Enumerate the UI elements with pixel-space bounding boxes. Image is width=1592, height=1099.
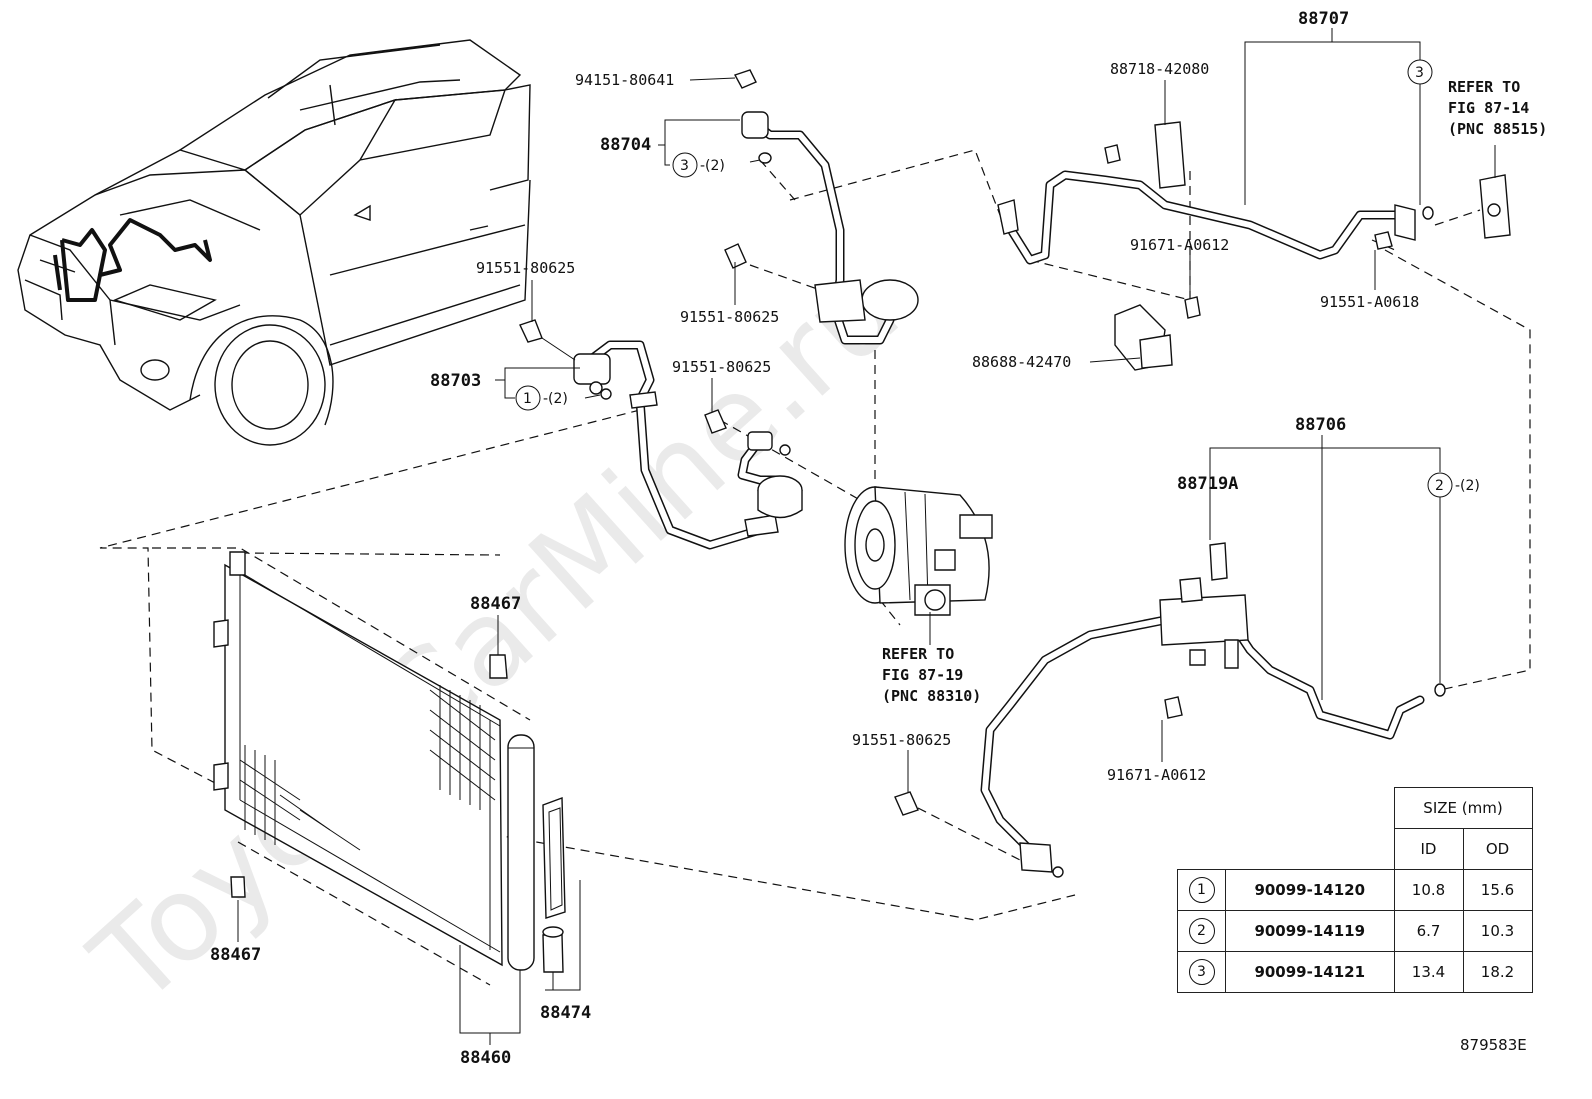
part-label-88706: 88706: [1295, 415, 1346, 435]
part-label-88704: 88704: [600, 135, 651, 155]
part-label-88460: 88460: [460, 1048, 511, 1068]
pipe-88707: [997, 121, 1511, 265]
refer-line-3: (PNC 88310): [882, 687, 981, 705]
part-label-91551-A0618: 91551-A0618: [1320, 293, 1419, 311]
ring-number: 2: [1188, 918, 1215, 944]
table-subheader-row: ID OD: [1178, 828, 1533, 870]
part-label-94151-80641: 94151-80641: [575, 71, 674, 89]
part-label-88719A: 88719A: [1177, 474, 1238, 494]
part-label-88707: 88707: [1298, 9, 1349, 29]
id-header: ID: [1393, 828, 1464, 870]
id-cell: 13.4: [1393, 951, 1464, 993]
figure-code: 879583E: [1460, 1036, 1527, 1054]
ring-callout-88707: 3: [1407, 59, 1433, 85]
part-label-88467-bottom: 88467: [210, 945, 261, 965]
ring-callout-88704: 3 -(2): [672, 152, 725, 178]
o-ring-size-table: SIZE (mm) ID OD 1 90099-14120 10.8 15.6 …: [1177, 787, 1533, 993]
muffler-hose: [704, 409, 803, 519]
clamp-88688: [1114, 296, 1201, 371]
ring-qty: -(2): [543, 391, 568, 407]
refer-line-2: FIG 87-14: [1448, 99, 1529, 117]
table-row: 2 90099-14119 6.7 10.3: [1177, 910, 1533, 952]
pipe-88706: [894, 542, 1446, 878]
compressor: [844, 486, 993, 616]
od-cell: 15.6: [1462, 869, 1533, 911]
part-label-91551-80625-hose: 91551-80625: [680, 308, 779, 326]
od-header: OD: [1462, 828, 1533, 870]
ring-number: 1: [1188, 877, 1215, 903]
part-label-91551-80625-left: 91551-80625: [476, 259, 575, 277]
part-labels: 94151-80641 88704 91551-80625 91551-8062…: [210, 9, 1419, 1068]
table-header-row: SIZE (mm): [1178, 787, 1533, 829]
suction-hose-88703: [519, 319, 779, 550]
size-header: SIZE (mm): [1393, 787, 1533, 829]
ring-number: 1: [523, 391, 532, 407]
ring-qty: -(2): [700, 158, 725, 174]
part-number-cell: 90099-14119: [1225, 910, 1395, 952]
id-cell: 6.7: [1393, 910, 1464, 952]
refer-line-3: (PNC 88515): [1448, 120, 1547, 138]
part-label-91671-A0612-bottom: 91671-A0612: [1107, 766, 1206, 784]
od-cell: 18.2: [1462, 951, 1533, 993]
discharge-hose-88704: [724, 69, 919, 345]
ring-number: 3: [1188, 959, 1215, 985]
part-number-cell: 90099-14121: [1225, 951, 1395, 993]
ring-callout-88706: 2 -(2): [1427, 472, 1480, 498]
part-label-91551-80625-bottom: 91551-80625: [852, 731, 951, 749]
callout-lines: [237, 28, 1496, 1045]
part-number-cell: 90099-14120: [1225, 869, 1395, 911]
ring-number: 3: [1415, 65, 1424, 81]
dashed-guides: [99, 149, 1531, 986]
part-label-88467-top: 88467: [470, 594, 521, 614]
part-label-88718-42080: 88718-42080: [1110, 60, 1209, 78]
refer-line-1: REFER TO: [1448, 78, 1520, 96]
table-row: 1 90099-14120 10.8 15.6: [1177, 869, 1533, 911]
id-cell: 10.8: [1393, 869, 1464, 911]
ring-qty: -(2): [1455, 478, 1480, 494]
part-label-88703: 88703: [430, 371, 481, 391]
condenser: [213, 551, 566, 973]
table-row: 3 90099-14121 13.4 18.2: [1177, 951, 1533, 993]
od-cell: 10.3: [1462, 910, 1533, 952]
refer-line-2: FIG 87-19: [882, 666, 963, 684]
refer-note-valve: REFER TO FIG 87-14 (PNC 88515): [1448, 78, 1547, 138]
ring-number: 3: [680, 158, 689, 174]
refer-line-1: REFER TO: [882, 645, 954, 663]
part-label-88688-42470: 88688-42470: [972, 353, 1071, 371]
refer-note-compressor: REFER TO FIG 87-19 (PNC 88310): [882, 645, 981, 705]
part-label-91671-A0612-top: 91671-A0612: [1130, 236, 1229, 254]
ring-number: 2: [1435, 478, 1444, 494]
ring-callout-88703: 1 -(2): [515, 385, 568, 411]
vehicle-illustration: [17, 39, 531, 446]
part-label-91551-80625-mid: 91551-80625: [672, 358, 771, 376]
part-label-88474: 88474: [540, 1003, 591, 1023]
